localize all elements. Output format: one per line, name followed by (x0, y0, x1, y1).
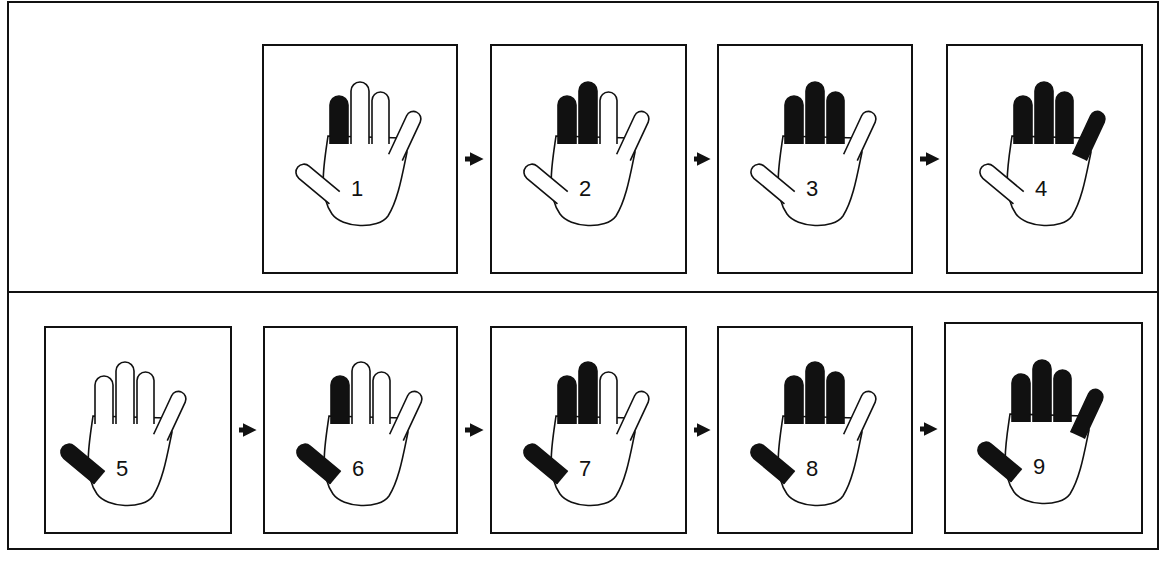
row-divider (8, 291, 1158, 293)
finger (1073, 109, 1108, 161)
finger (116, 362, 134, 424)
finger (1054, 370, 1071, 422)
hand-illustration (719, 46, 911, 272)
hand-illustration (265, 328, 456, 532)
step-arrow (694, 157, 698, 162)
thumb (293, 161, 340, 204)
finger (1071, 387, 1106, 439)
finger (1033, 360, 1051, 422)
step-number: 8 (797, 456, 827, 482)
finger (600, 372, 617, 424)
finger (617, 109, 652, 161)
step-number: 3 (797, 176, 827, 202)
finger (154, 389, 189, 441)
thumb (58, 441, 105, 484)
finger (1012, 374, 1030, 422)
finger (844, 389, 879, 441)
step-number: 4 (1026, 176, 1056, 202)
step-number: 2 (570, 176, 600, 202)
step-panel: 4 (946, 44, 1143, 274)
thumb (748, 161, 795, 204)
step-number: 1 (342, 176, 372, 202)
finger (558, 96, 576, 144)
finger (806, 362, 824, 424)
outer-frame (8, 2, 1158, 549)
hand-illustration (946, 324, 1141, 532)
finger (827, 372, 844, 424)
step-arrow (920, 157, 927, 162)
finger (617, 389, 652, 441)
finger (1056, 92, 1073, 144)
step-arrow (694, 428, 698, 433)
hand-illustration (264, 46, 456, 272)
step-arrow (465, 428, 471, 433)
finger (331, 376, 349, 424)
finger (352, 362, 370, 424)
finger (351, 82, 369, 144)
step-panel: 3 (717, 44, 913, 274)
finger (372, 92, 389, 144)
step-arrow (239, 428, 244, 433)
step-number: 9 (1024, 454, 1054, 480)
finger (330, 96, 348, 144)
finger (558, 376, 576, 424)
finger (579, 82, 597, 144)
finger (390, 389, 425, 441)
step-number: 5 (107, 456, 137, 482)
finger (827, 92, 844, 144)
finger (389, 109, 424, 161)
hand-illustration (492, 328, 685, 532)
thumb (748, 441, 795, 484)
step-panel: 1 (262, 44, 458, 274)
hand-illustration (948, 46, 1141, 272)
step-panel: 2 (490, 44, 687, 274)
thumb (521, 161, 568, 204)
step-panel: 5 (44, 326, 232, 534)
finger (1014, 96, 1032, 144)
thumb (521, 441, 568, 484)
step-panel: 8 (717, 326, 913, 534)
thumb (977, 161, 1024, 204)
step-panel: 7 (490, 326, 687, 534)
step-panel: 6 (263, 326, 458, 534)
thumb (294, 441, 341, 484)
step-number: 6 (343, 456, 373, 482)
thumb (975, 439, 1022, 482)
finger (785, 376, 803, 424)
hand-illustration (719, 328, 911, 532)
finger (785, 96, 803, 144)
finger (844, 109, 879, 161)
step-panel: 9 (944, 322, 1143, 534)
hand-illustration (492, 46, 685, 272)
finger (600, 92, 617, 144)
finger (373, 372, 390, 424)
finger (95, 376, 113, 424)
step-arrow (920, 427, 925, 432)
finger (1035, 82, 1053, 144)
finger (579, 362, 597, 424)
hand-illustration (46, 328, 230, 532)
finger (137, 372, 154, 424)
step-arrow (465, 157, 471, 162)
finger (806, 82, 824, 144)
step-number: 7 (570, 456, 600, 482)
